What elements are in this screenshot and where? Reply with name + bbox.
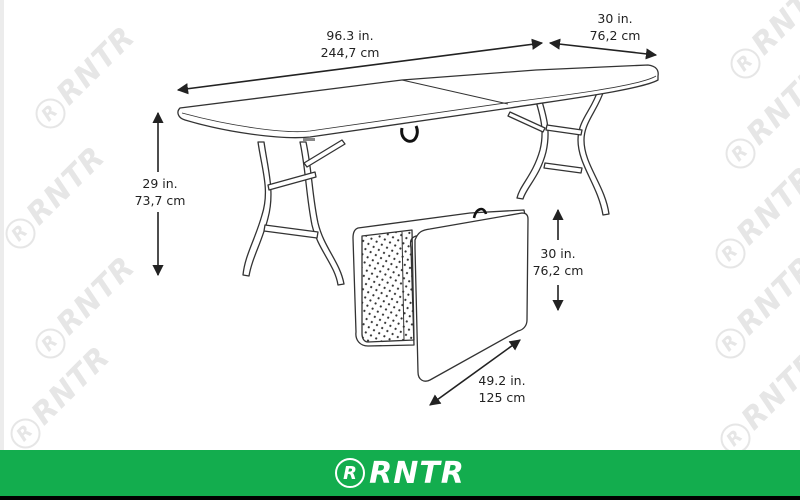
left-border [0,0,4,450]
rntr-logo-icon: R [335,458,366,488]
brand-footer: R RNTR [0,450,800,496]
rntr-logo: R RNTR [335,456,465,491]
folded-length-arrow [429,339,521,406]
folded-length-label: 49.2 in. 125 cm [478,373,526,405]
width-label: 30 in. 76,2 cm [589,11,641,43]
length-arrow [176,38,544,95]
height-label: 29 in. 73,7 cm [134,176,186,208]
length-label: 96.3 in. 244,7 cm [320,28,380,60]
footer-bottom-bar [0,496,800,500]
rntr-logo-text: RNTR [369,455,465,491]
table-illustration [152,38,659,406]
width-arrow [548,38,658,60]
folded-table [352,207,529,382]
diagram-canvas: RRNTR RRNTR RRNTR RRNTR RRNTR RRNTR RRNT… [0,0,800,450]
folded-height-label: 30 in. 76,2 cm [532,246,584,278]
open-table [177,64,659,286]
